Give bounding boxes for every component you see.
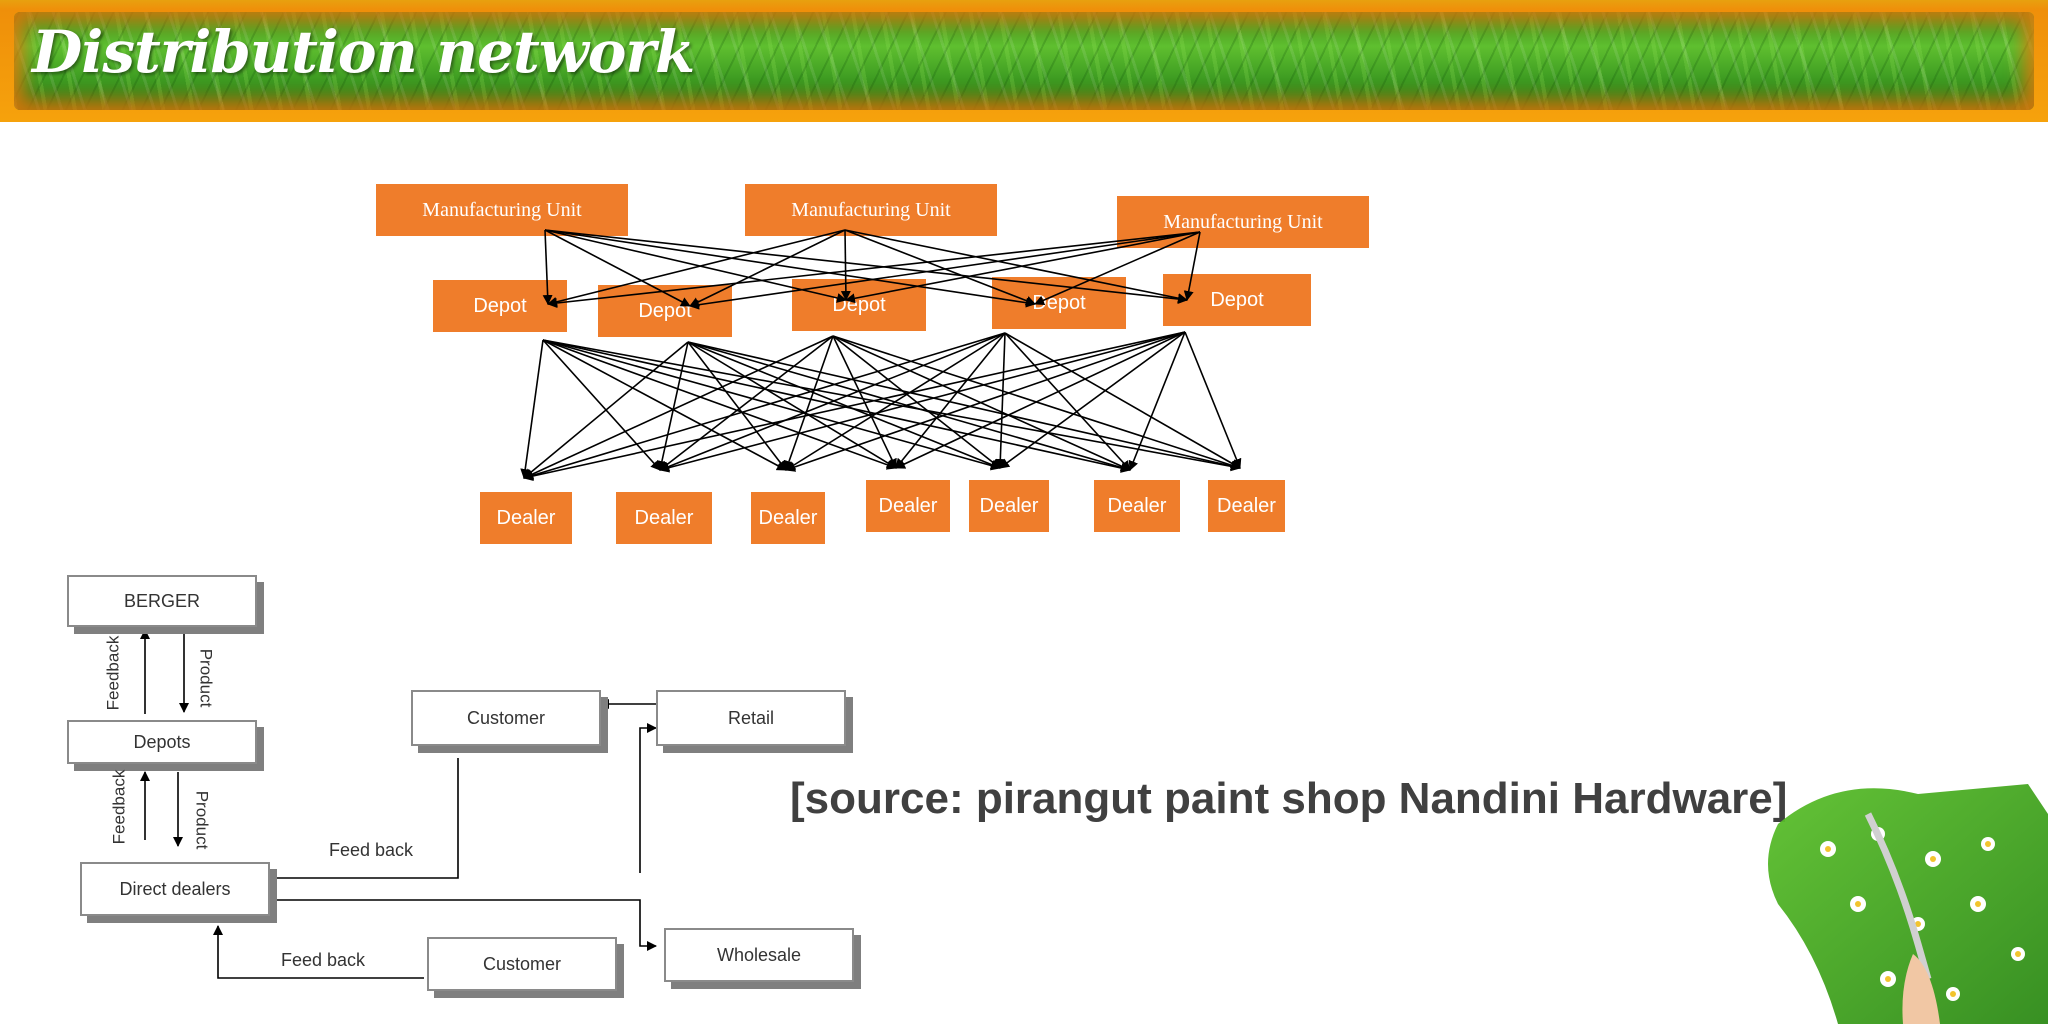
arrow-depot4-dealer2 xyxy=(659,332,1006,472)
manufacturing-unit-2: Manufacturing Unit xyxy=(745,184,997,236)
arrow-depot5-dealer4 xyxy=(895,331,1186,469)
dealer-7: Dealer xyxy=(1208,480,1285,532)
retail-box: Retail xyxy=(656,690,846,746)
arrow-depot2-dealer5 xyxy=(687,341,1001,470)
arrow-mu3-depot4 xyxy=(1034,231,1201,305)
product-label-1: Product xyxy=(196,648,216,708)
arrow-depot5-dealer5 xyxy=(999,331,1186,469)
arrow-depot1-dealer6 xyxy=(542,339,1131,473)
arrow-depot3-dealer2 xyxy=(659,335,834,471)
feedback-label-customer-top: Feed back xyxy=(329,840,414,860)
dealer-3: Dealer xyxy=(751,492,825,544)
dealer-4: Dealer xyxy=(866,480,950,532)
arrow-depot4-dealer4 xyxy=(895,332,1006,469)
arrow-depot5-dealer6 xyxy=(1128,331,1186,471)
arrow-mu3-depot2 xyxy=(689,231,1201,310)
arrow-depot3-dealer3 xyxy=(784,335,834,471)
arrow-mu3-depot1 xyxy=(547,231,1201,308)
arrow-mu2-depot1 xyxy=(547,229,846,307)
arrow-depot4-dealer3 xyxy=(785,332,1006,471)
title-banner: Distribution network xyxy=(0,0,2048,122)
arrow-mu3-depot5 xyxy=(1183,231,1201,301)
page-title: Distribution network xyxy=(32,18,695,86)
arrow-mu1-depot2 xyxy=(544,229,691,307)
arrow-mu1-depot3 xyxy=(544,229,847,303)
arrow-depot1-dealer1 xyxy=(520,339,544,479)
dealer-2: Dealer xyxy=(616,492,712,544)
arrow-depot1-dealer2 xyxy=(542,339,661,471)
arrow-mu1-depot1 xyxy=(542,229,553,305)
arrow-mu2-depot5 xyxy=(844,229,1188,304)
depots-box: Depots xyxy=(67,720,257,764)
depot-1: Depot xyxy=(433,280,567,332)
customer-top-box: Customer xyxy=(411,690,601,746)
arrow-depot1-dealer4 xyxy=(542,339,897,470)
arrow-depot4-dealer6 xyxy=(1004,332,1131,471)
dealer-5: Dealer xyxy=(969,480,1049,532)
feedback-label-2: Feedback xyxy=(109,769,129,845)
arrow-mu2-depot2 xyxy=(689,229,846,307)
arrow-depot5-dealer3 xyxy=(785,331,1186,472)
berger-box: BERGER xyxy=(67,575,257,627)
arrow-depot2-dealer1 xyxy=(523,341,689,479)
manufacturing-unit-1: Manufacturing Unit xyxy=(376,184,628,236)
arrow-depot4-dealer7 xyxy=(1004,332,1241,469)
feedback-arrow-customer-top xyxy=(267,758,459,883)
arrow-depot5-dealer2 xyxy=(659,331,1186,473)
arrow-mu2-depot3 xyxy=(840,229,851,301)
arrow-depot2-dealer3 xyxy=(687,341,787,471)
arrow-depot5-dealer1 xyxy=(523,331,1186,481)
product-label-2: Product xyxy=(192,790,212,850)
arrow-mu2-depot4 xyxy=(844,229,1036,306)
arrow-depot2-dealer2 xyxy=(657,341,689,471)
wholesale-box: Wholesale xyxy=(664,928,854,982)
customer-bottom-box: Customer xyxy=(427,937,617,991)
arrow-mu3-depot3 xyxy=(845,231,1201,304)
source-citation: [source: pirangut paint shop Nandini Har… xyxy=(790,774,1788,823)
feedback-label-1: Feedback xyxy=(103,635,123,711)
arrow-mu1-depot5 xyxy=(544,229,1188,304)
dealer-6: Dealer xyxy=(1094,480,1180,532)
arrow-depot4-dealer5 xyxy=(995,332,1006,469)
dealers-to-retail-arrow xyxy=(639,723,657,873)
arrow-depot2-dealer4 xyxy=(687,341,897,469)
paint-roller-grass-image xyxy=(1768,784,2048,1024)
arrow-depot3-dealer1 xyxy=(523,335,834,479)
arrow-mu1-depot4 xyxy=(544,229,1036,308)
arrow-depot2-dealer7 xyxy=(687,341,1241,471)
arrow-depot2-dealer6 xyxy=(687,341,1131,473)
dealers-to-wholesale-arrow xyxy=(268,899,657,951)
manufacturing-unit-3: Manufacturing Unit xyxy=(1117,196,1369,248)
arrow-depot5-dealer7 xyxy=(1184,331,1242,469)
feedback-arrow-customer-bottom xyxy=(213,925,424,979)
feedback-label-customer-bottom: Feed back xyxy=(281,950,366,970)
arrow-depot4-dealer1 xyxy=(523,332,1006,481)
grass-banner-image xyxy=(14,12,2034,110)
dealer-1: Dealer xyxy=(480,492,572,544)
direct-dealers-box: Direct dealers xyxy=(80,862,270,916)
